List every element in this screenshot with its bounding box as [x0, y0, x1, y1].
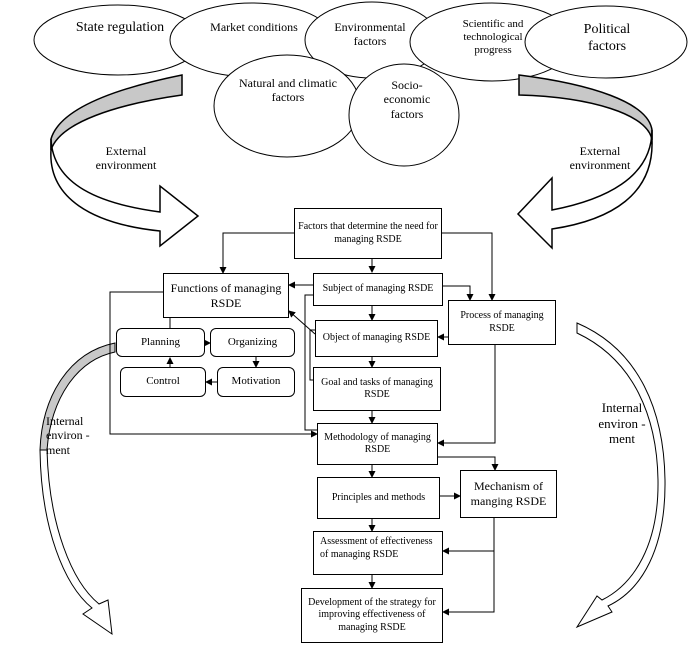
label-internal-environment-right: Internal environ -ment: [598, 400, 646, 447]
label-external-environment-left: External environment: [95, 144, 157, 173]
node-subject: Subject of managing RSDE: [313, 273, 443, 306]
label-political: Political factors: [583, 22, 631, 54]
node-goal: Goal and tasks of managing RSDE: [313, 367, 441, 411]
node-methodology: Methodology of managing RSDE: [317, 423, 438, 465]
node-factors-need: Factors that determine the need for mana…: [294, 208, 442, 259]
label-environmental: Environmental factors: [334, 20, 406, 49]
label-state-regulation: State regulation: [75, 20, 165, 35]
label-market-conditions: Market conditions: [210, 20, 298, 34]
node-process: Process of managing RSDE: [448, 300, 556, 345]
label-internal-environment-left: Internal environ -ment: [46, 414, 90, 457]
node-assessment: Assessment of effectiveness of managing …: [313, 531, 443, 575]
node-motivation: Motivation: [217, 367, 295, 397]
label-socio-economic: Socio-economic factors: [383, 78, 431, 121]
node-principles: Principles and methods: [317, 477, 440, 519]
node-object: Object of managing RSDE: [315, 320, 438, 357]
external-factor-ellipses: [33, 1, 688, 167]
internal-arrow-left-shape: [39, 342, 116, 636]
node-control: Control: [120, 367, 206, 397]
connector-lines: [109, 232, 499, 616]
node-functions: Functions of managing RSDE: [163, 273, 289, 318]
label-scientific: Scientific and technological progress: [462, 18, 524, 57]
node-planning: Planning: [116, 328, 205, 357]
ellipse-natural: [213, 54, 361, 158]
ellipse-political: [524, 5, 688, 79]
external-arrow-right-shape: [516, 74, 653, 250]
node-organizing: Organizing: [210, 328, 295, 357]
node-development: Development of the strategy for improvin…: [301, 588, 443, 643]
internal-arrow-right-shape: [575, 322, 666, 629]
label-external-environment-right: External environment: [569, 144, 631, 173]
label-natural: Natural and climatic factors: [239, 76, 337, 105]
node-mechanism: Mechanism of manging RSDE: [460, 470, 557, 518]
external-arrow-left-shape: [50, 74, 200, 248]
ellipse-socio-economic: [348, 63, 460, 167]
